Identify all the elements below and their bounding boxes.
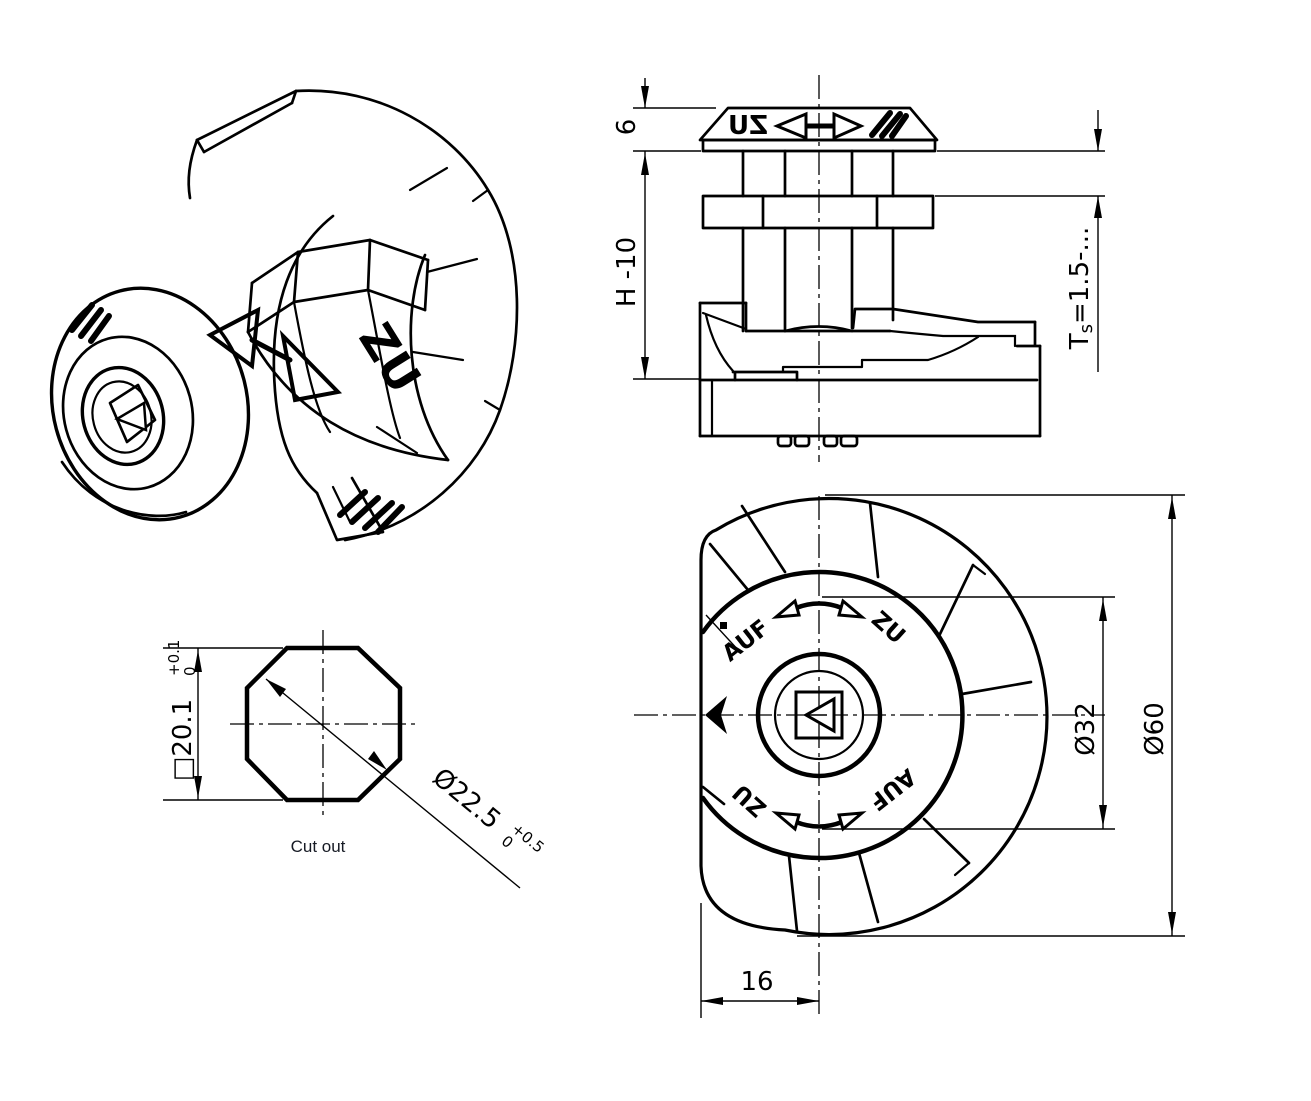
front-ring-inner xyxy=(773,669,865,761)
front-arrow-top xyxy=(771,598,867,619)
cutout-square-tol-minus: 0 xyxy=(181,666,199,676)
front-dim-outer-dia: Ø60 xyxy=(797,494,1185,937)
front-wheel-outline xyxy=(699,496,1049,937)
front-pointer-triangle xyxy=(705,696,727,734)
side-top-plate xyxy=(698,106,939,153)
front-spindle xyxy=(794,690,844,740)
iso-knob-face xyxy=(49,286,251,522)
isometric-view: ZU xyxy=(49,89,519,542)
iso-auf-scribble-bottom xyxy=(337,489,405,535)
cutout-octagon xyxy=(244,645,403,803)
front-index-mark xyxy=(705,614,741,653)
iso-auf-scribble-top xyxy=(69,302,112,344)
cutout-square-value: □20.1 xyxy=(168,699,198,781)
front-dim-flat-offset-label: 16 xyxy=(740,967,773,997)
front-view: AUF ZU ZU AUF Ø32 xyxy=(634,494,1185,1018)
cutout-view: □20.1 +0.1 0 Ø22.5 +0.5 0 Cut out xyxy=(163,630,548,889)
side-dim-panel-label: Ts=1.5-... xyxy=(1065,227,1097,351)
iso-zu-label: ZU xyxy=(348,314,431,403)
side-auf-scribble xyxy=(869,110,909,139)
front-dim-inner-dia: Ø32 xyxy=(822,596,1115,830)
side-dim-height: H -10 xyxy=(612,151,700,380)
front-ring-outer xyxy=(700,569,965,861)
front-zu-lower: ZU xyxy=(728,779,772,822)
front-zu-upper: ZU xyxy=(866,607,910,650)
side-knob-body xyxy=(698,301,1042,448)
cutout-dim-dia: Ø22.5 +0.5 0 xyxy=(265,678,548,889)
front-ring-boss xyxy=(755,651,883,779)
cutout-dia-value: Ø22.5 xyxy=(427,763,507,836)
side-view: ZU xyxy=(612,75,1105,462)
cutout-dim-square: □20.1 +0.1 0 xyxy=(163,640,283,801)
iso-hub xyxy=(409,253,450,462)
front-dim-flat-offset: 16 xyxy=(700,903,819,1018)
front-markings: AUF ZU ZU AUF xyxy=(718,598,921,832)
side-bottom-tabs xyxy=(776,434,859,448)
front-arrow-bottom xyxy=(771,811,867,832)
front-dim-inner-dia-label: Ø32 xyxy=(1071,702,1101,756)
side-zu-mirrored: ZU xyxy=(728,111,768,141)
front-dim-outer-dia-label: Ø60 xyxy=(1140,702,1170,756)
front-wheel-segments xyxy=(701,501,1033,933)
side-dim-6-label: 6 xyxy=(612,119,642,136)
cutout-label: Cut out xyxy=(291,837,346,856)
front-auf-lower: AUF xyxy=(864,763,921,815)
iso-wheel-outline xyxy=(187,89,519,542)
cutout-square-tol-plus: +0.1 xyxy=(165,640,183,676)
side-dim-height-label: H -10 xyxy=(612,237,642,307)
side-dim-panel: Ts=1.5-... xyxy=(935,110,1105,372)
side-dim-6: 6 xyxy=(612,78,716,152)
iso-hex-nut xyxy=(246,238,430,334)
iso-neck xyxy=(246,288,450,462)
side-plate-markings: ZU xyxy=(728,110,909,141)
side-shaft-nut xyxy=(701,149,935,333)
cutout-dia-tol-minus: 0 xyxy=(498,832,517,852)
